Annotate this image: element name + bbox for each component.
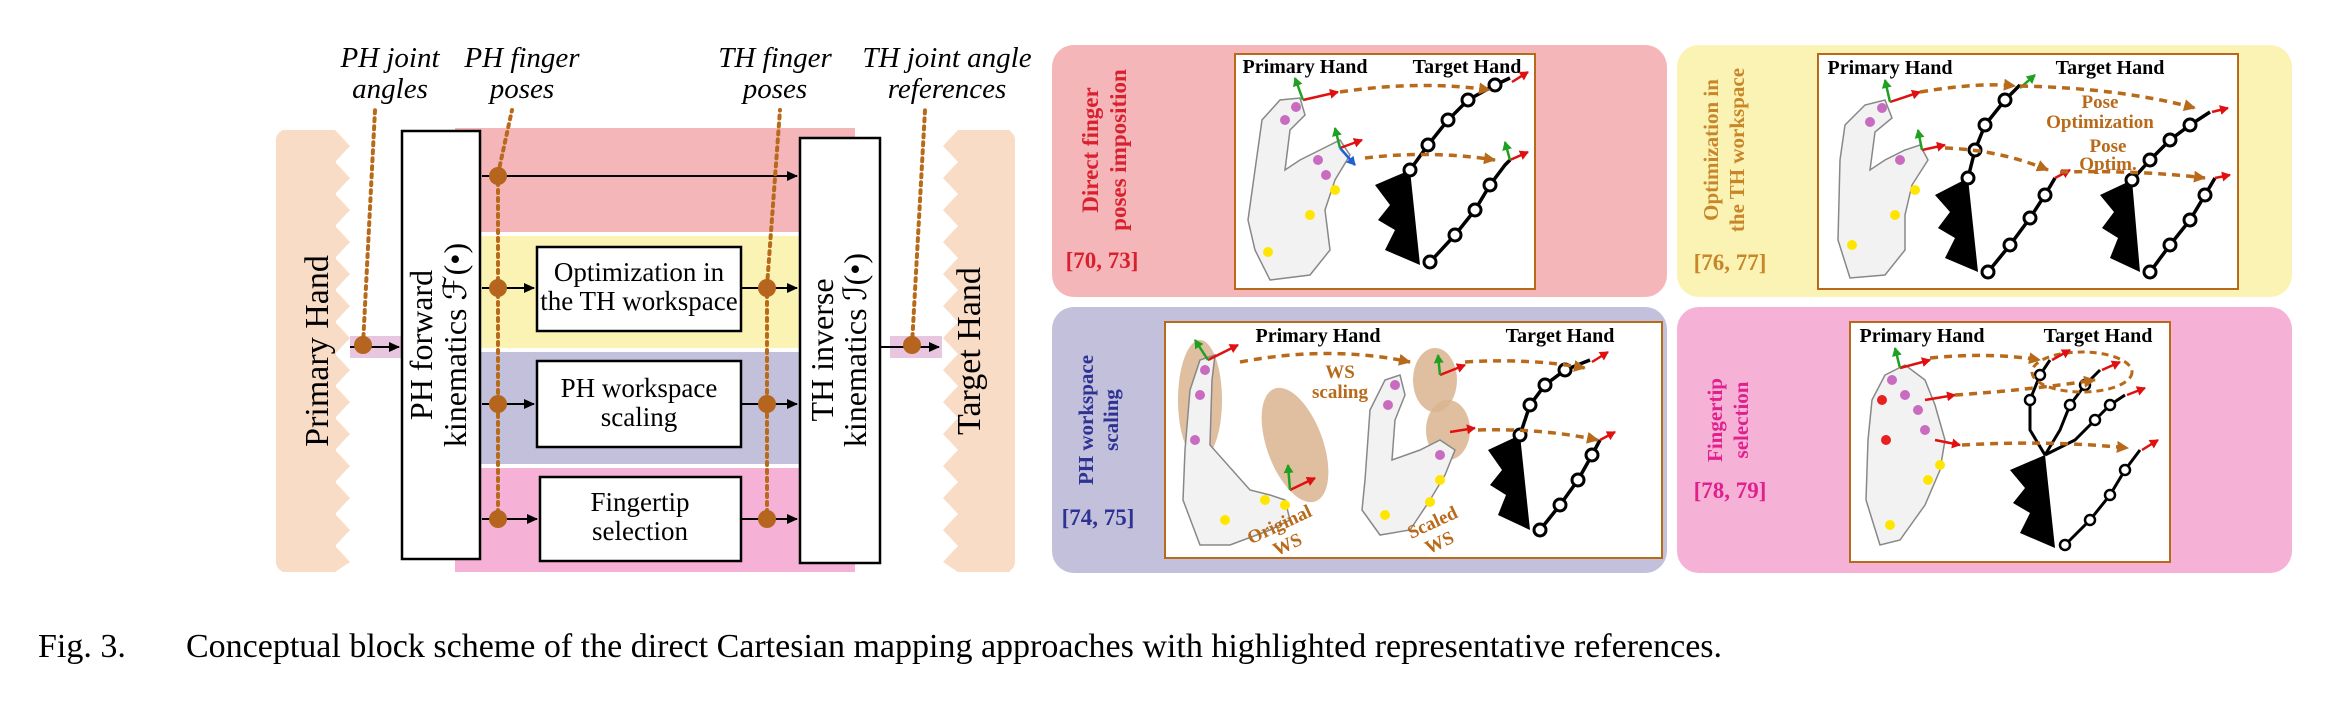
panel-opt-annot1-1: Pose: [2082, 92, 2119, 113]
panel-ws-title-1: PH workspace: [1074, 355, 1098, 485]
target-hand-label: Target Hand: [951, 267, 988, 435]
optimization-block: [535, 245, 743, 333]
panel-ws-annot-scaling-1: WS: [1325, 362, 1355, 383]
label-th-finger-poses-2: poses: [741, 73, 807, 105]
panel-opt-title-1: Optimization in: [1699, 79, 1723, 221]
label-ph-finger-poses-2: poses: [488, 73, 554, 105]
fingertip-line1: Fingertip: [591, 487, 690, 517]
panel-opt-annot1-2: Optimization: [2046, 112, 2154, 133]
panel-direct-refs: [70, 73]: [1066, 248, 1139, 273]
panel-direct-title-1: Direct finger: [1078, 87, 1103, 212]
ws-scaling-line1: PH workspace: [561, 373, 718, 403]
ph-fk-block: [400, 129, 482, 561]
signal-labels: PH joint angles PH finger poses TH finge…: [339, 42, 1031, 105]
label-ph-joint-angles-1: PH joint: [339, 42, 440, 74]
panel-opt-refs: [76, 77]: [1694, 250, 1767, 275]
panel-ws-title-2: scaling: [1099, 389, 1123, 451]
optimization-line2: the TH workspace: [540, 286, 737, 316]
panel-ft-refs: [78, 79]: [1694, 478, 1767, 503]
panel-direct-target: Target Hand: [1413, 56, 1522, 78]
panel-optimization: Optimization in the TH workspace [76, 77…: [1677, 45, 2292, 297]
panel-opt-annot2-2: Optim.: [2079, 154, 2137, 175]
ws-scaling-block: [535, 359, 743, 449]
label-th-joint-refs-2: references: [888, 73, 1007, 105]
panel-ws-scaling: PH workspace scaling [74, 75] Primary Ha…: [1052, 307, 1667, 573]
panel-ws-target: Target Hand: [1506, 325, 1615, 347]
optimization-line1: Optimization in: [554, 257, 725, 287]
panel-direct: Direct finger poses imposition [70, 73] …: [1052, 45, 1667, 297]
fingertip-line2: selection: [592, 516, 688, 546]
caption-text: Conceptual block scheme of the direct Ca…: [186, 628, 1723, 665]
panel-ft-primary: Primary Hand: [1860, 325, 1985, 347]
fingertip-block: [538, 475, 743, 563]
label-ph-joint-angles-2: angles: [352, 73, 428, 105]
panel-ws-refs: [74, 75]: [1062, 505, 1135, 530]
caption-number: Fig. 3.: [38, 628, 126, 665]
th-ik-line2: kinematics ℐ(•): [837, 253, 873, 447]
panel-fingertip: Fingertip selection [78, 79] Primary Han…: [1677, 307, 2292, 573]
block-scheme: Primary Hand Target Hand PH forward kine…: [276, 42, 1032, 572]
band-red: [455, 128, 855, 232]
label-th-joint-refs-1: TH joint angle: [862, 42, 1031, 74]
ph-fk-line2: kinematics ℱ(•): [437, 243, 473, 447]
label-th-finger-poses-1: TH finger: [718, 42, 832, 74]
ws-scaling-line2: scaling: [601, 402, 677, 432]
signal-dots: [354, 167, 921, 528]
panel-opt-annot2-1: Pose: [2090, 136, 2127, 157]
label-ph-finger-poses-1: PH finger: [463, 42, 580, 74]
panel-direct-title-2: poses imposition: [1106, 69, 1131, 231]
panel-direct-primary: Primary Hand: [1243, 56, 1368, 78]
panel-ft-title-1: Fingertip: [1703, 378, 1727, 462]
panel-ft-title-2: selection: [1729, 381, 1753, 458]
figure-caption: Fig. 3. Conceptual block scheme of the di…: [38, 628, 1722, 666]
panel-ws-primary: Primary Hand: [1256, 325, 1381, 347]
th-ik-line1: TH inverse: [804, 278, 840, 421]
ph-fk-line1: PH forward: [403, 270, 439, 420]
th-ik-block: [798, 136, 882, 565]
panel-opt-title-2: the TH workspace: [1725, 68, 1749, 232]
panel-ws-annot-scaling-2: scaling: [1312, 382, 1368, 403]
panel-ft-target: Target Hand: [2044, 325, 2153, 347]
panel-opt-primary: Primary Hand: [1828, 57, 1953, 79]
panel-opt-target: Target Hand: [2056, 57, 2165, 79]
primary-hand-label: Primary Hand: [299, 255, 336, 447]
